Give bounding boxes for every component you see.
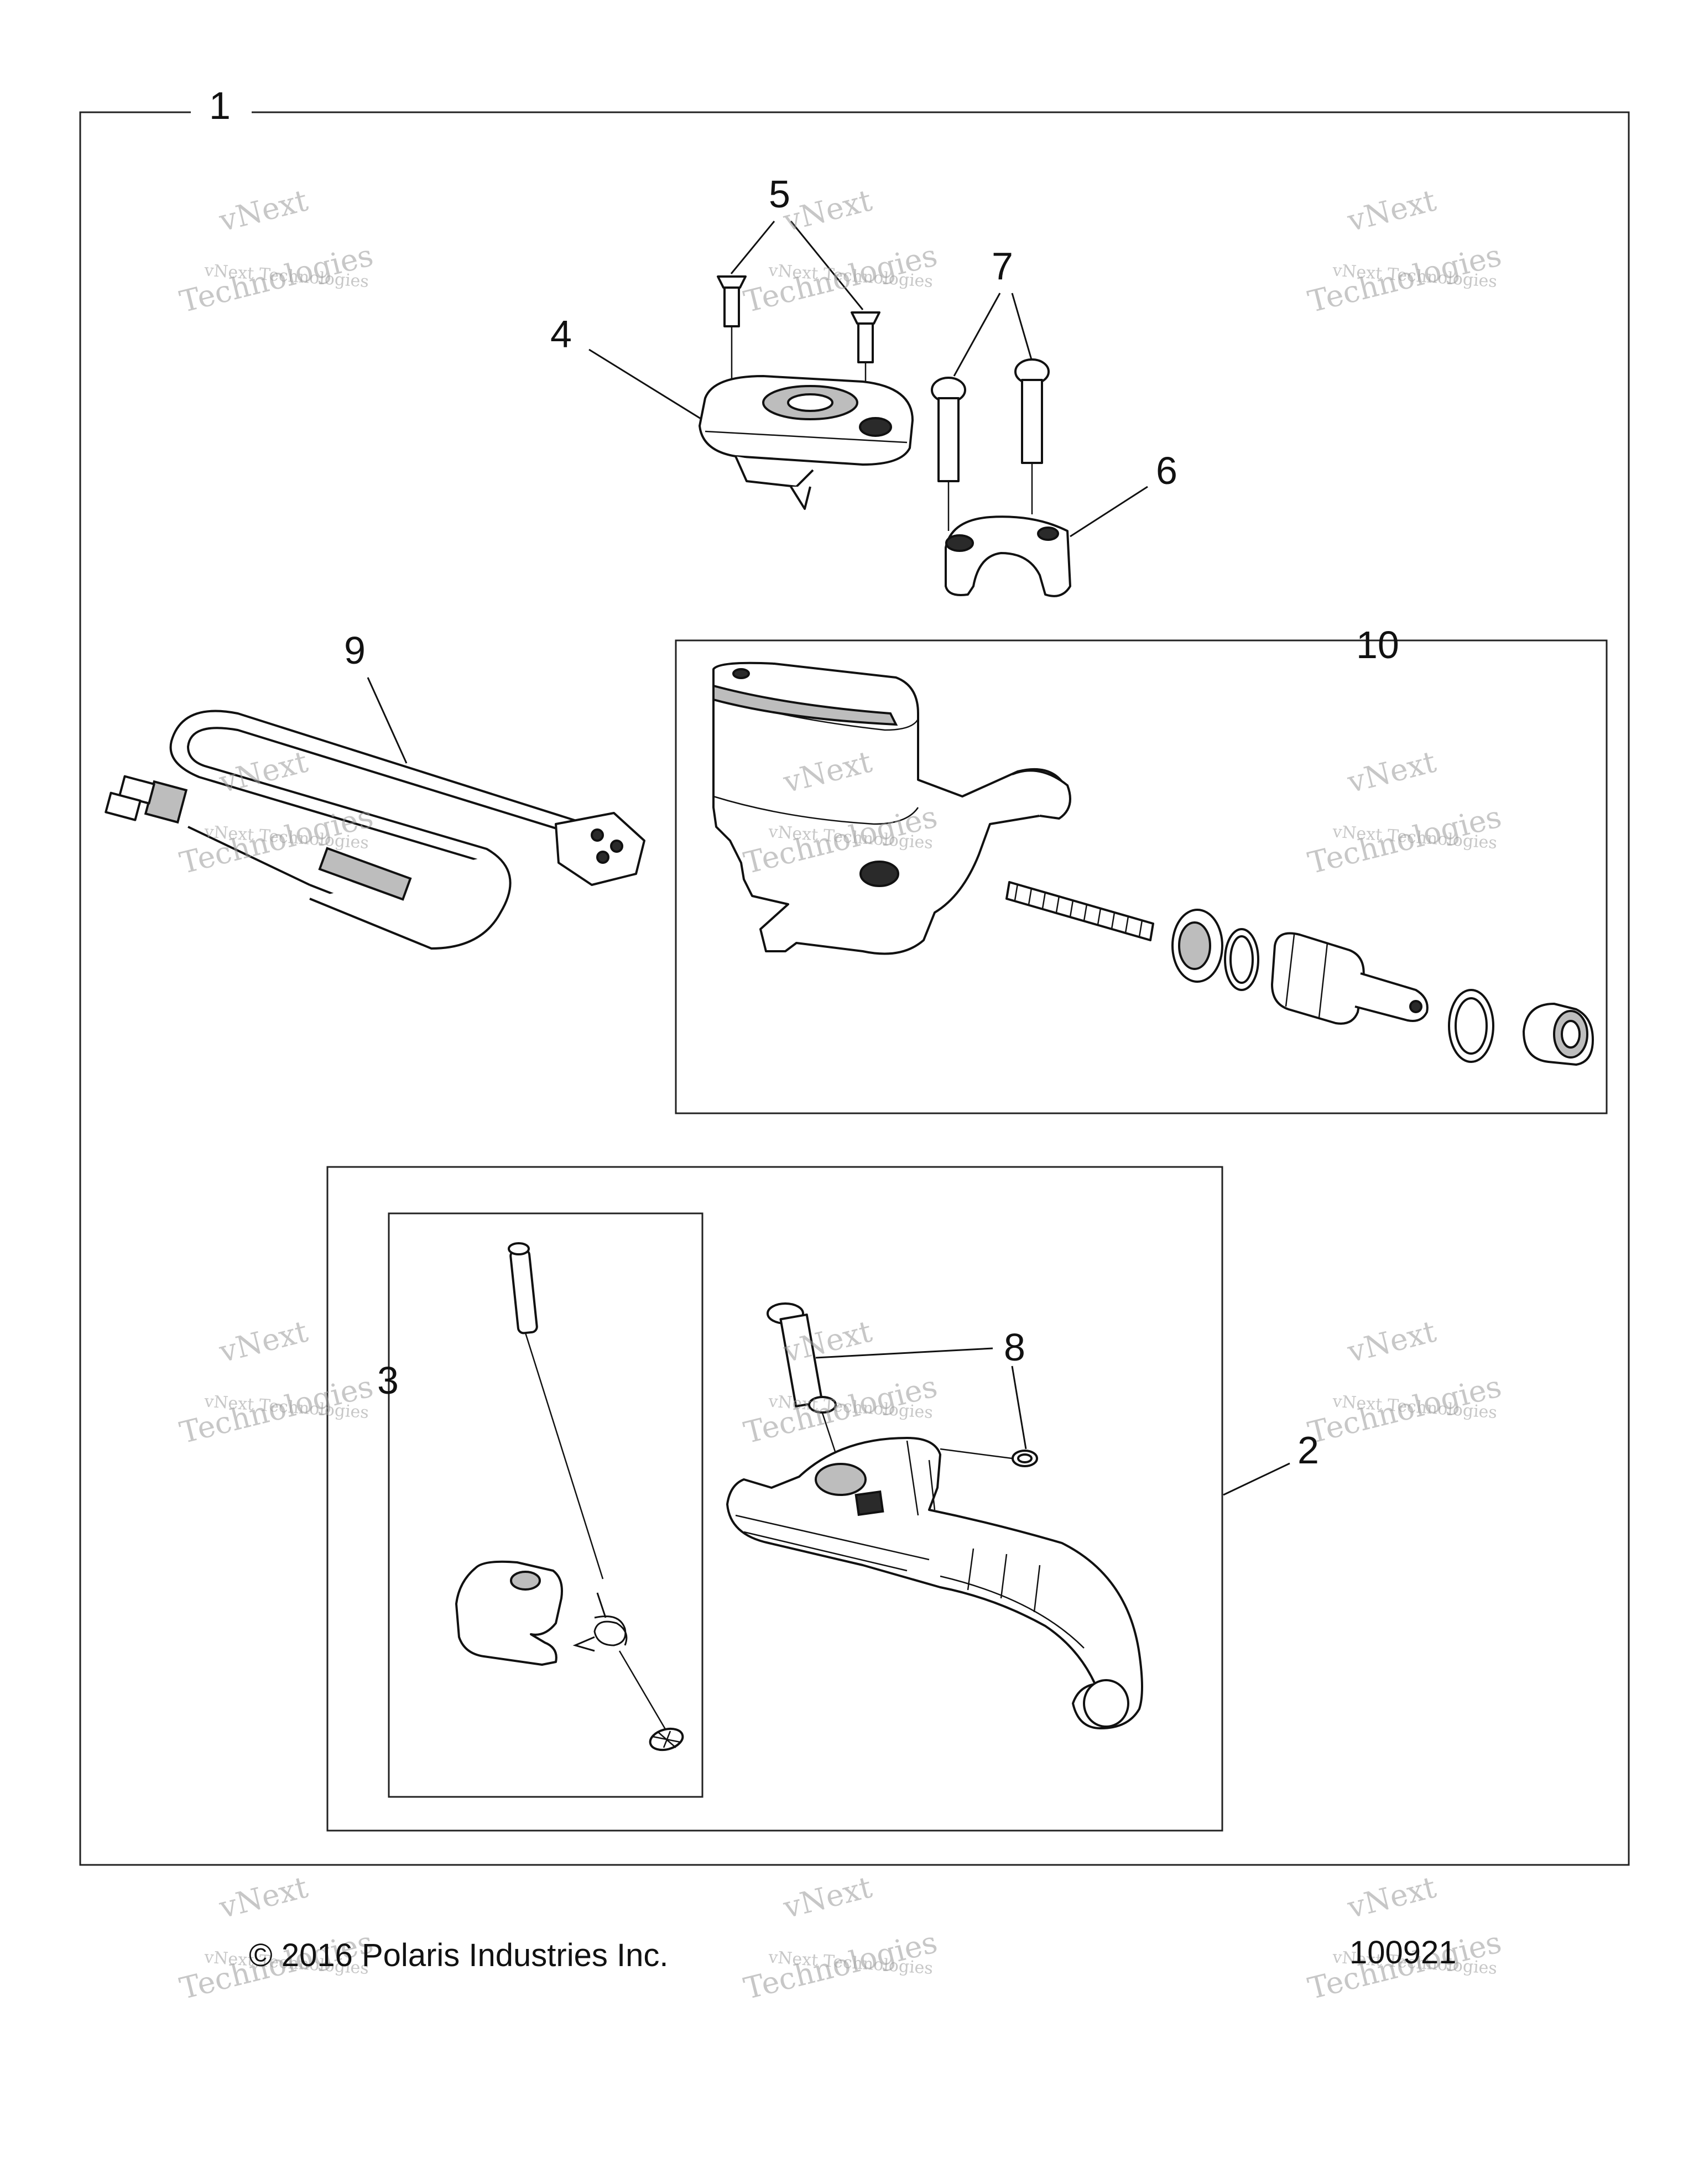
piston-washer [1448, 989, 1494, 1063]
svg-text:vNext: vNext [779, 1869, 875, 1925]
callout-4: 4 [550, 312, 572, 356]
torsion-spring [572, 1592, 628, 1652]
handlebar-clamp [945, 515, 1071, 597]
svg-text:vNext: vNext [215, 183, 311, 238]
piston [1271, 932, 1429, 1025]
svg-text:Technologies: Technologies [741, 1925, 941, 2006]
lever-pivot-pin [767, 1302, 837, 1414]
piston-spring [1005, 881, 1154, 941]
svg-text:vNext: vNext [779, 183, 875, 238]
callout-10: 10 [1356, 623, 1399, 666]
bolt-7-right [1014, 358, 1050, 464]
brake-switch-harness [105, 710, 645, 950]
svg-text:vNext: vNext [1343, 183, 1440, 238]
watermark-tr: vNext vNext Technologies Technologies [1305, 183, 1505, 319]
reservoir-cap [699, 375, 914, 510]
watermark-mr: vNext vNext Technologies Technologies [1305, 744, 1505, 880]
callout-6: 6 [1156, 449, 1177, 492]
adjuster-cover [455, 1560, 563, 1666]
lever-e-clip [1012, 1450, 1038, 1467]
leader-9 [367, 677, 408, 764]
svg-text:Technologies: Technologies [1305, 238, 1505, 320]
copyright-notice: © 2016 Polaris Industries Inc. [249, 1937, 668, 1973]
leader-4 [588, 348, 708, 424]
callout-2: 2 [1297, 1429, 1319, 1472]
pivot-pin [508, 1242, 538, 1335]
callout-8: 8 [1004, 1326, 1025, 1369]
svg-text:vNext: vNext [215, 1869, 311, 1925]
leader-7b [1011, 293, 1033, 360]
retaining-clip [649, 1727, 684, 1752]
svg-text:Technologies: Technologies [176, 1369, 377, 1451]
leader-8a [815, 1347, 993, 1359]
leader-5b [790, 221, 864, 310]
master-cylinder-body [712, 661, 1071, 955]
bolt-7-left [931, 377, 966, 482]
brake-lever [726, 1437, 1143, 1729]
piston-end-cap [1523, 1003, 1594, 1066]
piston-seal-cup [1171, 909, 1223, 983]
screw-5-left [717, 275, 747, 327]
watermark-bc: vNext vNext Technologies Technologies [741, 1869, 941, 2006]
leader-7a [953, 293, 1001, 377]
leader-5a [730, 221, 775, 274]
watermark-tl: vNext vNext Technologies Technologies [176, 183, 377, 319]
leader-6 [1070, 486, 1148, 538]
callout-9: 9 [344, 629, 366, 672]
figure-number: 100921 [1349, 1935, 1457, 1971]
svg-text:Technologies: Technologies [741, 238, 941, 320]
watermark-lr: vNext vNext Technologies Technologies [1305, 1313, 1505, 1450]
pin-axis-line [524, 1332, 604, 1580]
svg-text:Technologies: Technologies [1305, 1369, 1505, 1451]
svg-text:vNext: vNext [1343, 1313, 1440, 1369]
leader-2 [1223, 1462, 1290, 1496]
piston-o-ring [1224, 928, 1259, 991]
lever-assembly-box [326, 1166, 1223, 1832]
callout-1: 1 [209, 84, 231, 127]
screw-5-right [851, 311, 880, 363]
pivot-kit-box [388, 1212, 703, 1798]
svg-text:vNext: vNext [1343, 1869, 1440, 1925]
assembly-frame [79, 111, 1630, 1866]
svg-text:vNext: vNext [215, 1313, 311, 1369]
watermark-lc: vNext vNext Technologies Technologies [741, 1313, 941, 1450]
svg-text:Technologies: Technologies [1305, 799, 1505, 881]
svg-text:Technologies: Technologies [176, 238, 377, 320]
callout-3: 3 [377, 1359, 399, 1402]
watermark-ll: vNext vNext Technologies Technologies [176, 1313, 377, 1450]
callout-7: 7 [992, 244, 1013, 288]
master-cylinder-box [675, 639, 1608, 1114]
leader-8b [1011, 1365, 1027, 1450]
svg-text:vNext: vNext [1343, 744, 1440, 800]
callout-5: 5 [769, 173, 790, 216]
